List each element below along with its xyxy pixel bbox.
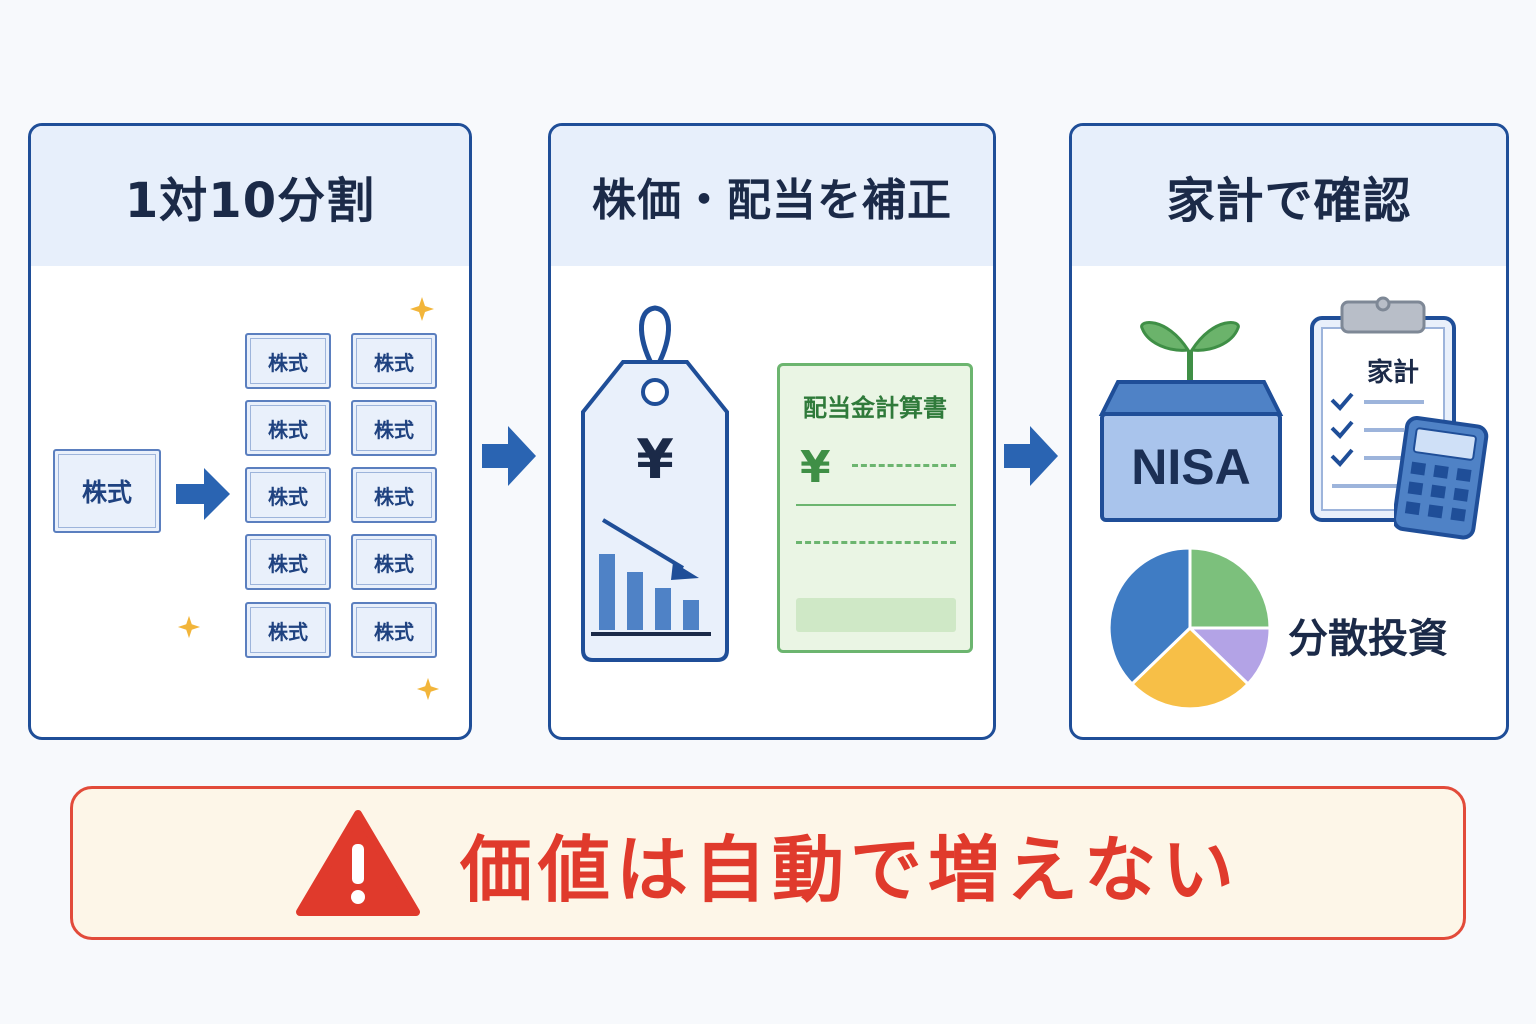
stock-certificate-split: 株式 bbox=[351, 602, 437, 658]
panel-household-check: 家計で確認 NISA 家計 bbox=[1069, 123, 1509, 740]
panel-stock-split: 1対10分割 株式 株式 株式 株式 株式 株式 株式 株式 株式 株式 株式 bbox=[28, 123, 472, 740]
clipboard-title: 家計 bbox=[1366, 358, 1419, 388]
dividend-statement: 配当金計算書 ¥ bbox=[777, 363, 973, 653]
stock-certificate-original: 株式 bbox=[53, 449, 161, 533]
dividend-statement-title: 配当金計算書 bbox=[803, 394, 947, 422]
solid-line bbox=[796, 504, 956, 506]
panel-title-stock-split: 1対10分割 bbox=[31, 126, 469, 266]
panel-title-price-dividend-adjust: 株価・配当を補正 bbox=[551, 126, 993, 266]
diversify-label: 分散投資 bbox=[1288, 616, 1448, 662]
total-box bbox=[796, 598, 956, 632]
sprout-icon bbox=[1098, 321, 1284, 522]
panel-price-dividend-adjust: 株価・配当を補正 ¥ 配当金計算書 ¥ bbox=[548, 123, 996, 740]
right-arrow-icon bbox=[176, 468, 230, 520]
yen-symbol: ¥ bbox=[636, 428, 674, 491]
sparkle-icon bbox=[410, 297, 434, 321]
dashed-line bbox=[796, 541, 956, 544]
pie-chart-icon bbox=[1107, 546, 1272, 711]
stock-certificate-split: 株式 bbox=[351, 333, 437, 389]
stock-certificate-split: 株式 bbox=[245, 400, 331, 456]
dashed-line bbox=[852, 464, 956, 467]
stock-certificate-split: 株式 bbox=[351, 467, 437, 523]
yen-symbol: ¥ bbox=[800, 442, 831, 493]
warning-text: 価値は自動で増えない bbox=[459, 827, 1240, 912]
sparkle-icon bbox=[177, 615, 201, 639]
nisa-box-label: NISA bbox=[1131, 439, 1251, 495]
clipboard-icon bbox=[1310, 296, 1456, 522]
calculator-icon bbox=[1394, 416, 1489, 540]
stock-certificate-split: 株式 bbox=[245, 534, 331, 590]
right-arrow-icon bbox=[482, 426, 536, 486]
stock-certificate-split: 株式 bbox=[245, 467, 331, 523]
right-arrow-icon bbox=[1004, 426, 1058, 486]
stock-certificate-split: 株式 bbox=[245, 333, 331, 389]
stock-certificate-split: 株式 bbox=[245, 602, 331, 658]
stock-certificate-split: 株式 bbox=[351, 400, 437, 456]
warning-triangle-icon bbox=[295, 810, 420, 916]
price-tag-icon bbox=[581, 305, 729, 662]
sparkle-icon bbox=[416, 677, 440, 701]
stock-certificate-split: 株式 bbox=[351, 534, 437, 590]
warning-banner: 価値は自動で増えない bbox=[70, 786, 1466, 940]
panel-title-household-check: 家計で確認 bbox=[1072, 126, 1506, 266]
